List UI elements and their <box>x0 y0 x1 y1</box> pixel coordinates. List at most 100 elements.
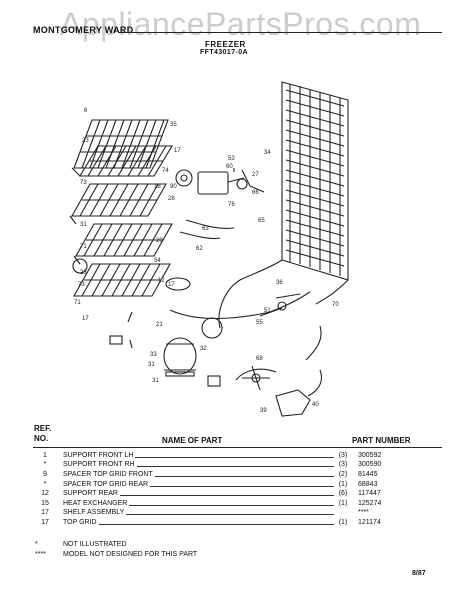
revision-date: 8/87 <box>412 570 426 577</box>
footnote-mark: * <box>35 541 38 548</box>
name-column-header: NAME OF PART <box>162 436 223 445</box>
part-number: 68843 <box>358 481 378 488</box>
part-number: 300590 <box>358 461 382 468</box>
svg-text:40: 40 <box>312 402 319 408</box>
svg-text:73: 73 <box>80 180 87 186</box>
part-name: HEAT EXCHANGER <box>63 500 130 507</box>
quantity: (3) <box>336 461 350 468</box>
table-row: 1 SUPPORT FRONT LH (3) 300592 <box>0 452 464 461</box>
svg-text:18: 18 <box>154 184 161 190</box>
svg-text:21: 21 <box>156 322 163 328</box>
svg-text:31: 31 <box>80 222 87 228</box>
brand-name: MONTGOMERY WARD <box>33 25 134 35</box>
svg-text:70: 70 <box>332 302 339 308</box>
svg-text:27: 27 <box>252 172 259 178</box>
svg-text:23: 23 <box>82 138 89 144</box>
svg-text:31: 31 <box>152 378 159 384</box>
svg-text:71: 71 <box>80 244 87 250</box>
svg-text:65: 65 <box>258 218 265 224</box>
part-name: SPACER TOP GRID FRONT <box>63 471 155 478</box>
part-name: SHELF ASSEMBLY <box>63 509 127 516</box>
shelf-4 <box>75 223 173 257</box>
svg-text:74: 74 <box>162 168 169 174</box>
compressor <box>163 317 223 377</box>
ref-number: * <box>43 481 47 488</box>
svg-text:68: 68 <box>256 356 263 362</box>
fan-shroud <box>275 389 311 417</box>
thermostat-assembly <box>175 168 265 195</box>
svg-text:32: 32 <box>200 346 207 352</box>
svg-text:73: 73 <box>78 282 85 288</box>
svg-text:60: 60 <box>226 164 233 170</box>
part-name: SPACER TOP GRID REAR <box>63 481 151 488</box>
svg-text:35: 35 <box>170 122 177 128</box>
svg-text:63: 63 <box>202 226 209 232</box>
shelf-1 <box>73 119 169 169</box>
table-row: 12 SUPPORT REAR (6) 117447 <box>0 490 464 499</box>
watermark: AppliancePartsPros.com <box>60 6 422 42</box>
svg-text:55: 55 <box>256 320 263 326</box>
table-row: * SPACER TOP GRID REAR (1) 68843 <box>0 481 464 490</box>
page-title: FREEZER <box>205 40 246 49</box>
footnote-mark: **** <box>35 551 46 558</box>
quantity: (1) <box>336 481 350 488</box>
svg-text:66: 66 <box>252 190 259 196</box>
drier <box>259 293 301 317</box>
part-name: SUPPORT REAR <box>63 490 120 497</box>
ref-number: 1 <box>43 452 47 459</box>
svg-text:12: 12 <box>158 278 165 284</box>
table-row: 17 TOP GRID (1) 121174 <box>0 519 464 528</box>
header-rule-table <box>33 447 442 448</box>
part-number-column-header: PART NUMBER <box>352 436 411 445</box>
svg-text:36: 36 <box>276 280 283 286</box>
part-name: SUPPORT FRONT RH <box>63 461 137 468</box>
svg-text:62: 62 <box>196 246 203 252</box>
part-name: TOP GRID <box>63 519 99 526</box>
part-number: **** <box>358 509 369 516</box>
shelf-5 <box>73 263 171 297</box>
ref-header-line1: REF. <box>34 424 52 433</box>
svg-text:51: 51 <box>264 308 271 314</box>
svg-text:23: 23 <box>80 270 87 276</box>
table-row: * SUPPORT FRONT RH (3) 300590 <box>0 461 464 470</box>
ref-number: 17 <box>41 519 49 526</box>
svg-text:76: 76 <box>228 202 235 208</box>
footnote-text: NOT ILLUSTRATED <box>63 541 127 548</box>
ref-number: 9 <box>43 471 47 478</box>
svg-text:31: 31 <box>148 362 155 368</box>
svg-text:17: 17 <box>82 316 89 322</box>
part-number: 300592 <box>358 452 382 459</box>
table-row: 15 HEAT EXCHANGER (1) 125274 <box>0 500 464 509</box>
quantity: (2) <box>336 471 350 478</box>
shelf-3 <box>71 183 167 217</box>
quantity: (1) <box>336 500 350 507</box>
condenser-fan <box>207 365 277 391</box>
svg-text:71: 71 <box>74 300 81 306</box>
svg-text:90: 90 <box>170 184 177 190</box>
table-row: 9 SPACER TOP GRID FRONT (2) 81445 <box>0 471 464 480</box>
shelf-2 <box>79 145 173 177</box>
table-row: 17 SHELF ASSEMBLY **** <box>0 509 464 518</box>
svg-text:39: 39 <box>260 408 267 414</box>
svg-text:54: 54 <box>154 258 161 264</box>
ref-number: 12 <box>41 490 49 497</box>
ref-number: * <box>43 461 47 468</box>
header-rule <box>118 32 442 33</box>
part-number: 125274 <box>358 500 382 507</box>
ref-number: 15 <box>41 500 49 507</box>
svg-text:20: 20 <box>156 238 163 244</box>
part-number: 81445 <box>358 471 378 478</box>
footnote-text: MODEL NOT DESIGNED FOR THIS PART <box>63 551 198 558</box>
quantity: (6) <box>336 490 350 497</box>
svg-text:53: 53 <box>228 156 235 162</box>
quantity: (1) <box>336 519 350 526</box>
svg-text:6: 6 <box>84 108 88 114</box>
ref-header-line2: NO. <box>34 434 49 443</box>
ref-number: 17 <box>41 509 49 516</box>
svg-text:28: 28 <box>168 196 175 202</box>
part-name: SUPPORT FRONT LH <box>63 452 136 459</box>
svg-text:33: 33 <box>150 352 157 358</box>
part-number: 117447 <box>358 490 381 497</box>
svg-text:17: 17 <box>174 148 181 154</box>
